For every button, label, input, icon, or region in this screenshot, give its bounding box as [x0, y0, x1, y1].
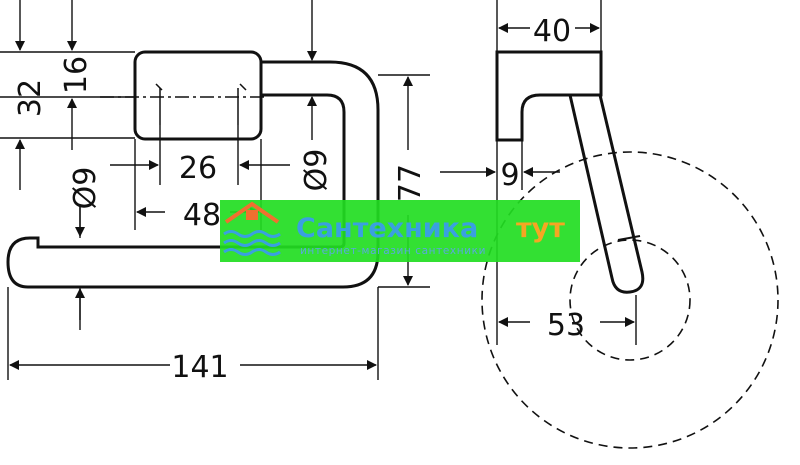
dim-141: 141: [171, 350, 228, 385]
dim-diameter-9-hook: Ø9: [68, 167, 103, 210]
dim-26: 26: [179, 151, 217, 186]
front-extension-lines: [0, 51, 430, 380]
side-arm: [568, 93, 645, 294]
dim-40: 40: [533, 14, 571, 49]
dim-32: 32: [13, 79, 48, 117]
side-view: [495, 50, 645, 294]
watermark-title-accent: тут: [516, 213, 565, 244]
dim-48: 48: [183, 198, 221, 233]
watermark-banner: Сантехника тут интернет-магазин сантехни…: [220, 200, 580, 262]
watermark-title: Сантехника: [296, 213, 478, 244]
paper-roll: [481, 151, 779, 449]
dim-53: 53: [547, 308, 585, 343]
watermark-subtitle: интернет-магазин сантехники: [300, 245, 486, 257]
mount-block: [133, 50, 263, 141]
dim-16: 16: [59, 56, 94, 94]
dim-9-offset: 9: [500, 158, 519, 193]
dim-77: 77: [393, 164, 428, 202]
side-mount: [495, 50, 603, 142]
house-logo-icon: [223, 201, 281, 256]
holder-loop-outer: [6, 60, 380, 289]
watermark-band: [220, 200, 580, 262]
dim-diameter-9-loop: Ø9: [299, 149, 334, 192]
